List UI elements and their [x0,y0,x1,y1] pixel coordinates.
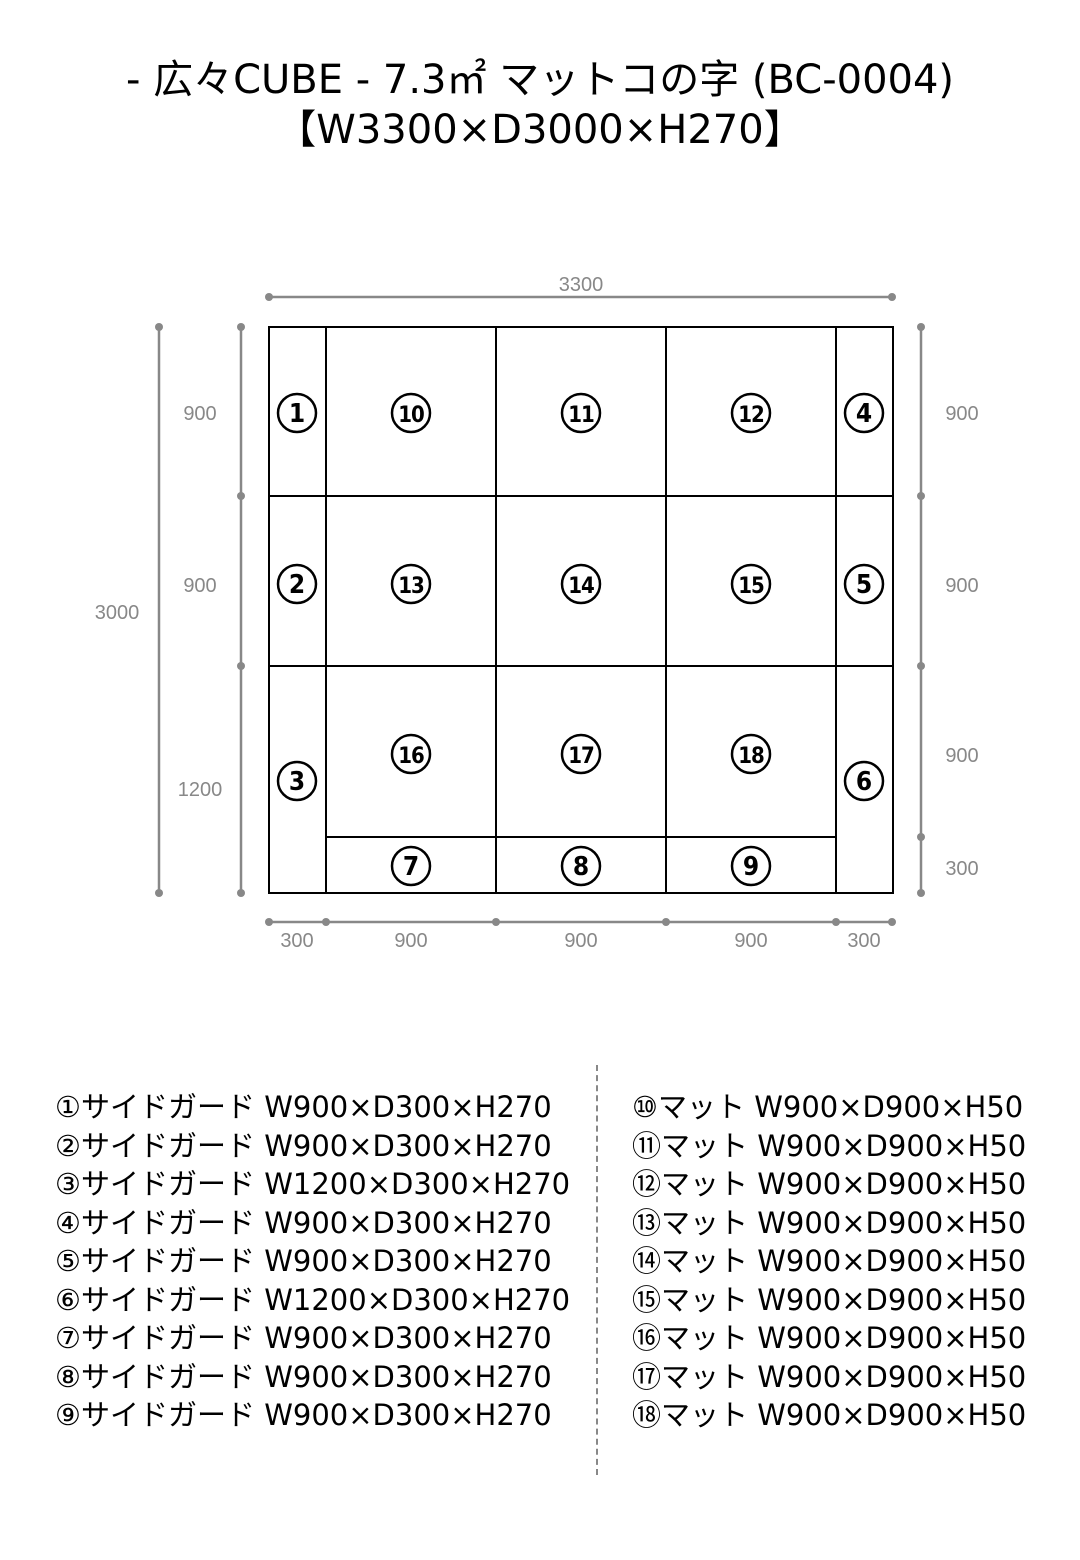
dimension-dot [832,918,840,926]
dimension-dot [237,323,245,331]
cell-number: 2 [289,570,305,600]
cell-number: 10 [398,403,424,428]
legend-item-side-guard: ②サイドガード W900×D300×H270 [55,1128,552,1163]
cell-number: 13 [398,574,424,599]
circled-number-badge [390,392,432,434]
cell-number: 7 [403,852,419,882]
legend-item-mat: ⑯マット W900×D900×H50 [632,1321,1027,1355]
cell-number: 5 [856,570,872,600]
legend-side-guards: ①サイドガード W900×D300×H270 ②サイドガード W900×D300×… [55,1088,570,1435]
circled-number-badge [730,392,772,434]
legend-item-mat: ⑩マット W900×D900×H50 [632,1090,1024,1124]
legend-item-mat: ⑱マット W900×D900×H50 [632,1398,1027,1432]
dimension-label: 300 [847,930,880,952]
mat-18 [665,665,837,838]
legend-item-side-guard: ⑤サイドガード W900×D300×H270 [55,1244,552,1278]
circled-number-badge [390,733,432,775]
dimension-dot [917,889,925,897]
circled-number-badge [560,563,602,605]
legend-item-side-guard: ④サイドガード W900×D300×H270 [55,1205,552,1240]
legend-item-mat: ⑪マット W900×D900×H50 [632,1128,1027,1163]
cell-number: 14 [568,574,594,599]
dimension-dot [492,918,500,926]
circled-number-badge [843,392,885,434]
dimension-label: 1200 [178,779,223,801]
dimension-label: 900 [564,930,597,952]
legend-item-side-guard: ①サイドガード W900×D300×H270 [55,1090,552,1124]
title-line-1: - 広々CUBE - 7.3㎡ マットコの字 (BC-0004) [125,57,955,103]
cell-number: 8 [573,852,589,882]
legend-mats: ⑩マット W900×D900×H50 ⑪マット W900×D900×H50 ⑫マット… [632,1088,1026,1435]
dimension-label: 900 [945,403,978,425]
dimension-label: 300 [280,930,313,952]
dimension-dot [917,662,925,670]
dimension-label: 900 [394,930,427,952]
dimension-label: 900 [945,575,978,597]
cell-number: 9 [743,852,759,882]
cell-number: 3 [289,767,305,797]
dimension-label: 900 [734,930,767,952]
cell-number: 16 [398,744,424,769]
legend-item-side-guard: ⑦サイドガード W900×D300×H270 [55,1321,552,1355]
dimension-dot [917,833,925,841]
cell-number: 11 [568,403,594,428]
circled-number-badge [276,563,318,605]
dimension-label: 900 [945,745,978,767]
dimension-dot [237,889,245,897]
legend-divider [596,1065,598,1475]
circled-number-badge [730,733,772,775]
circled-number-badge [843,563,885,605]
cell-number: 6 [856,767,872,797]
title-line-2: 【W3300×D3000×H270】 [276,107,804,153]
dimension-dot [155,889,163,897]
cell-number: 1 [289,399,305,429]
dimension-dot [322,918,330,926]
dimension-dot [662,918,670,926]
dimension-dot [917,323,925,331]
dimension-label: 3300 [559,274,604,296]
dimension-dot [237,662,245,670]
circled-number-badge [843,760,885,802]
circled-number-badge [730,845,772,887]
dimension-dot [237,492,245,500]
legend-item-side-guard: ⑧サイドガード W900×D300×H270 [55,1359,552,1394]
dimension-label: 900 [183,575,216,597]
dimension-dot [888,293,896,301]
dimension-label: 900 [183,403,216,425]
dimension-label: 3000 [95,602,140,624]
cell-number: 17 [568,744,594,769]
cell-number: 12 [738,403,764,428]
cell-number: 18 [738,744,764,769]
circled-number-badge [276,760,318,802]
cell-number: 4 [856,399,872,429]
legend-item-side-guard: ⑥サイドガード W1200×D300×H270 [55,1282,571,1317]
dimension-label: 300 [945,858,978,880]
circled-number-badge [560,392,602,434]
dimension-dot [888,918,896,926]
circled-number-badge [276,392,318,434]
dimension-dot [155,323,163,331]
legend-item-side-guard: ⑨サイドガード W900×D300×H270 [55,1398,552,1432]
circled-number-badge [390,563,432,605]
cell-number: 15 [738,574,764,599]
circled-number-badge [560,733,602,775]
circled-number-badge [730,563,772,605]
dimension-dot [265,918,273,926]
dimension-dot [917,492,925,500]
legend-item-mat: ⑰マット W900×D900×H50 [632,1359,1027,1394]
legend-item-mat: ⑫マット W900×D900×H50 [632,1167,1027,1201]
legend-item-mat: ⑮マット W900×D900×H50 [632,1282,1027,1317]
legend-item-mat: ⑭マット W900×D900×H50 [632,1244,1027,1278]
legend-item-mat: ⑬マット W900×D900×H50 [632,1205,1027,1240]
circled-number-badge [390,845,432,887]
circled-number-badge [560,845,602,887]
dimension-dot [265,293,273,301]
legend-item-side-guard: ③サイドガード W1200×D300×H270 [55,1167,571,1201]
